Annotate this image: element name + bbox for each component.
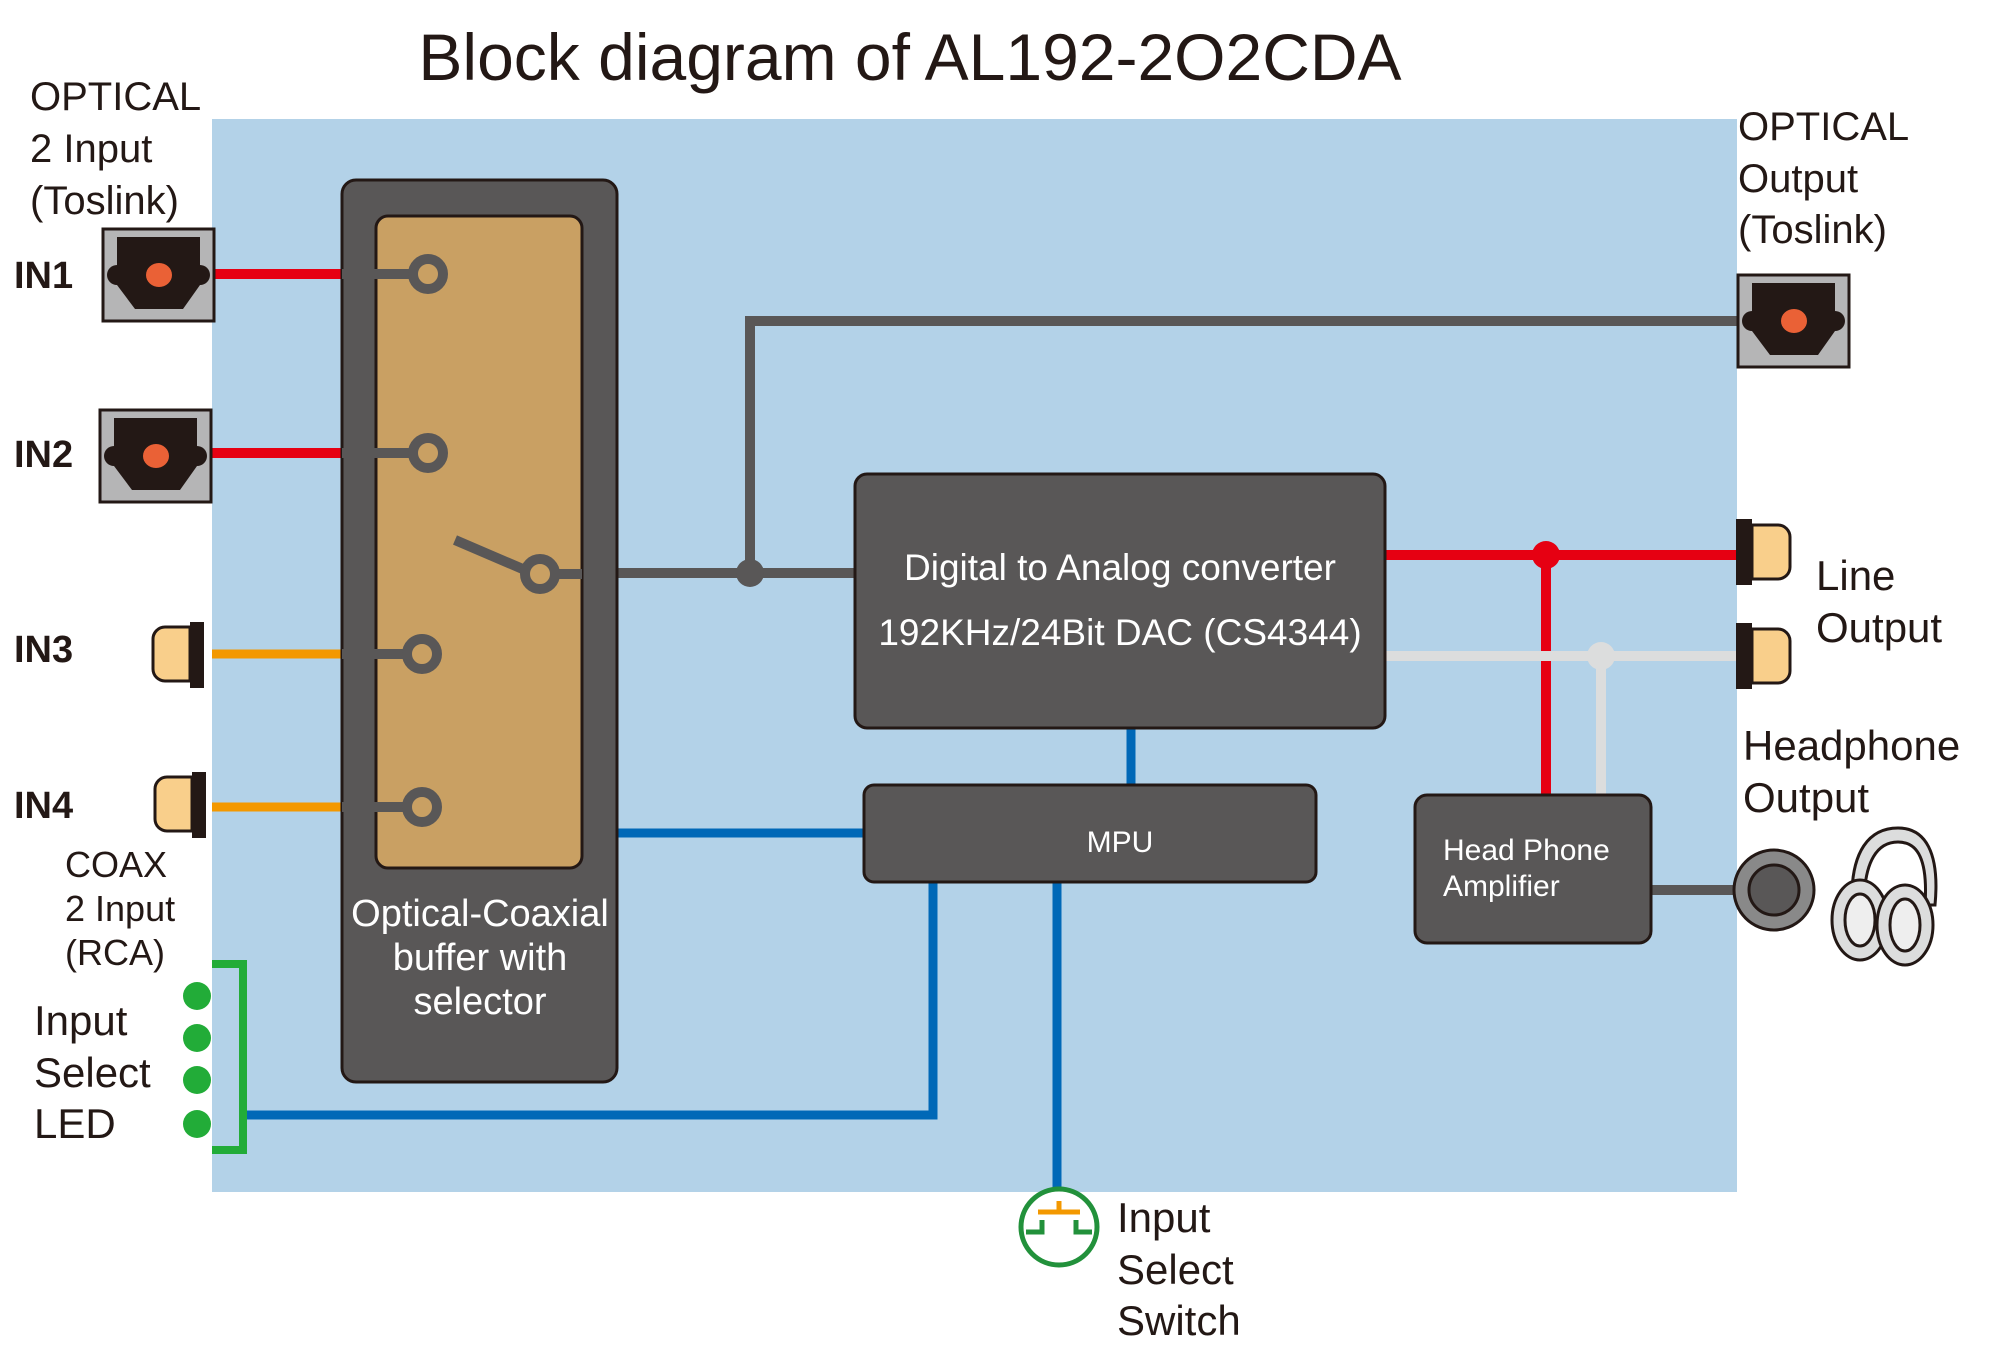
rca-jack-icon (153, 772, 206, 838)
mpu-block: MPU (862, 783, 1318, 884)
led-icon (183, 1024, 211, 1052)
led-label-line3: LED (34, 1100, 116, 1147)
headphone-jack-icon (1732, 848, 1816, 932)
toslink-jack-icon (1736, 273, 1851, 369)
push-switch-icon (1018, 1186, 1100, 1268)
coax-input-label-line1: COAX (65, 844, 167, 885)
coax-input-label-line2: 2 Input (65, 888, 175, 929)
coax-input-label-line3: (RCA) (65, 932, 165, 973)
in2-label: IN2 (14, 434, 73, 476)
dac-block: Digital to Analog converter 192KHz/24Bit… (853, 472, 1387, 730)
line-output-label-line2: Output (1816, 604, 1942, 651)
rca-jack-icon (1736, 519, 1792, 585)
input-select-led-group (183, 960, 247, 1154)
led-icon (183, 982, 211, 1010)
in3-label: IN3 (14, 629, 73, 671)
optical-input-label-line1: OPTICAL (30, 75, 201, 119)
rca-jack-icon (1736, 623, 1792, 689)
selector-block: Optical-Coaxial buffer with selector (340, 178, 619, 1084)
toslink-jack-icon (101, 227, 216, 323)
led-icon (183, 1066, 211, 1094)
junction-dot (1587, 642, 1615, 670)
dac-label-line2: 192KHz/24Bit DAC (CS4344) (878, 612, 1361, 653)
headphone-output-label-line1: Headphone (1743, 722, 1960, 769)
dac-label-line1: Digital to Analog converter (904, 547, 1336, 588)
in1-label: IN1 (14, 255, 73, 297)
selector-label-line3: selector (413, 981, 546, 1023)
optical-input-label-line3: (Toslink) (30, 179, 179, 223)
line-output-label-line1: Line (1816, 552, 1895, 599)
optical-input-label-line2: 2 Input (30, 127, 152, 171)
hpamp-label-line2: Amplifier (1443, 870, 1560, 903)
toslink-jack-icon (98, 408, 213, 504)
led-label-line2: Select (34, 1049, 151, 1096)
mpu-label: MPU (1087, 826, 1154, 859)
switch-label-line3: Switch (1117, 1297, 1241, 1344)
hpamp-label-line1: Head Phone (1443, 834, 1610, 867)
headphones-icon (1830, 826, 1938, 967)
led-label-line1: Input (34, 997, 128, 1044)
optical-output-label-line1: OPTICAL (1738, 105, 1909, 149)
junction-dot (736, 559, 764, 587)
optical-out-wire (745, 316, 1740, 573)
switch-label-line2: Select (1117, 1246, 1234, 1293)
rca-jack-icon (151, 622, 204, 688)
headphone-amp-block: Head Phone Amplifier (1413, 793, 1653, 945)
optical-output-label-line3: (Toslink) (1738, 208, 1887, 252)
switch-label-line1: Input (1117, 1194, 1211, 1241)
selector-label-line1: Optical-Coaxial (351, 893, 609, 935)
in4-label: IN4 (14, 785, 73, 827)
junction-dot (1532, 541, 1560, 569)
selector-label-line2: buffer with (393, 937, 568, 979)
diagram-title: Block diagram of AL192-2O2CDA (418, 20, 1401, 94)
headphone-output-label-line2: Output (1743, 774, 1869, 821)
led-icon (183, 1110, 211, 1138)
optical-output-label-line2: Output (1738, 157, 1858, 201)
mpu-to-led-wire (245, 882, 938, 1120)
